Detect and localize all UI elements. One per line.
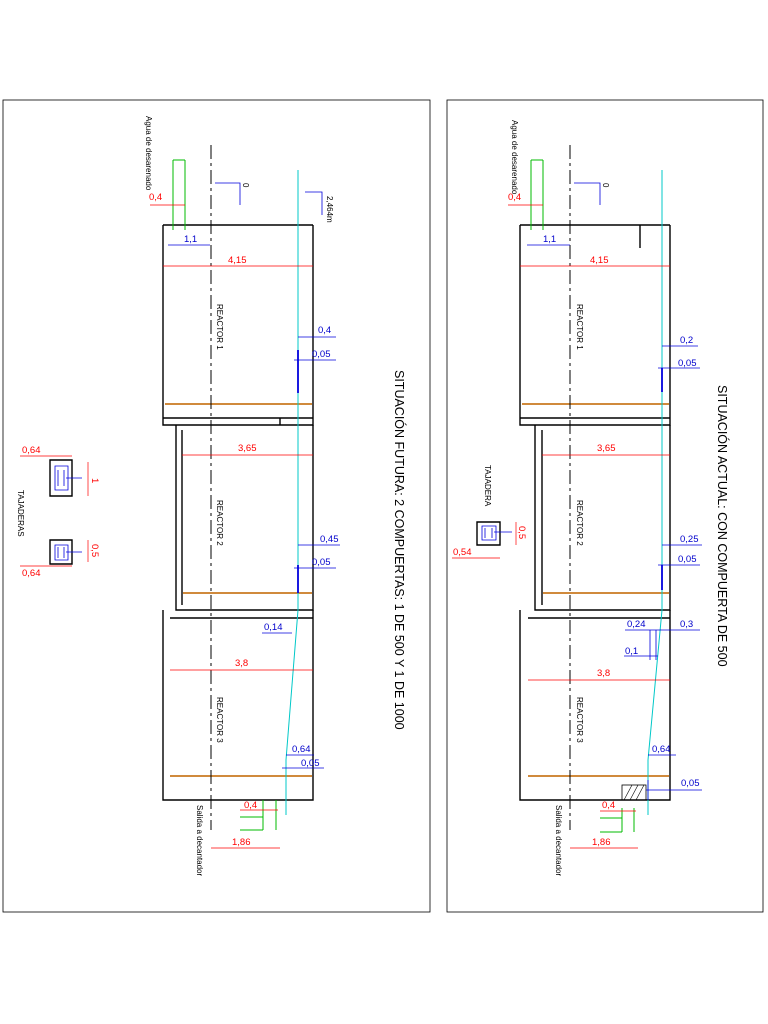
tajadera-label: TAJADERA (483, 465, 492, 507)
r1-gap: 0,2 (680, 335, 693, 346)
r1-width: 4,15 (228, 255, 247, 266)
outlet-pipe-width: 0,4 (244, 800, 257, 811)
outlet-offset: 1,86 (592, 837, 611, 848)
inlet-offset: 1,1 (543, 234, 556, 245)
gate-large-width: 0,64 (22, 445, 41, 456)
inlet-pipe-width: 0,4 (149, 192, 162, 203)
r3-name: REACTOR 3 (575, 697, 584, 743)
outlet-label: Salida a decantador (195, 805, 204, 877)
outlet-pipe-width: 0,4 (602, 800, 615, 811)
r2-slot: 0,05 (678, 554, 697, 565)
r1-gap: 0,4 (318, 325, 331, 336)
r1-name: REACTOR 1 (575, 304, 584, 350)
r3-width: 3,8 (235, 658, 248, 669)
level-top: 2,464m (325, 196, 334, 223)
sheet-frame (446, 99, 764, 913)
r2-width: 3,65 (238, 443, 257, 454)
r3-slot: 0,05 (681, 778, 700, 789)
gate-large-height: 1 (89, 478, 100, 483)
gate-small-detail (54, 544, 82, 561)
r3-slot: 0,05 (301, 758, 320, 769)
level-zero: 0 (241, 183, 250, 188)
r3-name: REACTOR 3 (215, 697, 224, 743)
r3-gap: 0,64 (292, 744, 311, 755)
inlet-pipe-width: 0,4 (508, 192, 521, 203)
inlet-pipe (530, 159, 544, 230)
gate-small-height: 0,5 (89, 544, 100, 557)
r2-slot: 0,05 (312, 557, 331, 568)
gate-small-outline (49, 539, 73, 565)
reactor-1-walls (519, 224, 671, 426)
r1-slot: 0,05 (678, 358, 697, 369)
sheet-title: SITUACIÓN FUTURA: 2 COMPUERTAS: 1 DE 500… (392, 370, 407, 730)
gate-small-width: 0,64 (22, 568, 41, 579)
gate-hatch-lines (623, 784, 645, 801)
r2-gap: 0,45 (320, 534, 339, 545)
gate-detail (481, 525, 512, 541)
outlet-pipe (600, 808, 635, 833)
reactor-3-walls (162, 610, 314, 801)
reactor-1-walls (162, 224, 314, 426)
r1-width: 4,15 (590, 255, 609, 266)
r2-name: REACTOR 2 (575, 500, 584, 546)
gate-height: 0,5 (516, 526, 527, 539)
level-top-marker (305, 191, 323, 215)
r3-top-gap-b: 0,3 (680, 619, 693, 630)
water-level-line (285, 170, 299, 815)
r1-slot: 0,05 (312, 349, 331, 360)
level-zero-marker (574, 182, 601, 205)
sheet-future: Agua de desarenado 0,4 1,1 0 2,464m 4,15… (2, 99, 431, 913)
level-zero: 0 (601, 183, 610, 188)
r3-width: 3,8 (597, 668, 610, 679)
inlet-label: Agua de desarenado (144, 116, 153, 191)
r3-slot-line (646, 780, 702, 800)
outlet-label: Salida a decantador (554, 805, 563, 877)
gate-hatch (621, 784, 647, 801)
inlet-pipe (172, 159, 186, 230)
r3-top-gap-a: 0,24 (627, 619, 646, 630)
r2-gap: 0,25 (680, 534, 699, 545)
gate-large-detail (54, 465, 82, 491)
gate-outline (476, 521, 501, 546)
inlet-offset: 1,1 (184, 234, 197, 245)
r2-width: 3,65 (597, 443, 616, 454)
r1-name: REACTOR 1 (215, 304, 224, 350)
r3-top-gap: 0,14 (264, 622, 283, 633)
gate-large-outline (49, 459, 73, 497)
gate-width: 0,54 (453, 547, 472, 558)
reactor-2-walls (175, 425, 314, 611)
tajaderas-label: TAJADERAS (16, 490, 25, 537)
r3-top-gap-c: 0,1 (625, 646, 638, 657)
r2-name: REACTOR 2 (215, 500, 224, 546)
sheet-current: Agua de desarenado 0,4 1,1 0 4,15 3,65 3… (446, 99, 764, 913)
sheet-title: SITUACIÓN ACTUAL: CON COMPUERTA DE 500 (715, 385, 730, 667)
outlet-pipe (240, 800, 277, 831)
sheet-frame (2, 99, 431, 913)
inlet-label: Agua de desarenado (510, 120, 519, 195)
level-zero-marker (215, 182, 241, 205)
outlet-offset: 1,86 (232, 837, 251, 848)
r3-gap: 0,64 (652, 744, 671, 755)
reactor-2-walls (534, 425, 671, 611)
water-level-line (647, 170, 663, 815)
r3-top-gap-c-line (624, 630, 658, 660)
